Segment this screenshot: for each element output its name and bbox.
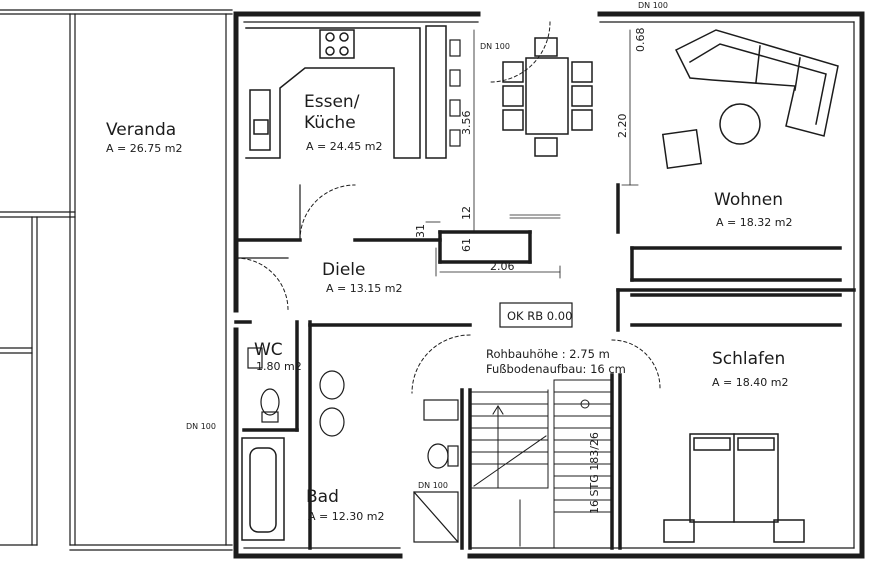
dim-61: 61 [460,238,473,252]
diele-label: Diele [322,260,365,280]
veranda-label: Veranda [106,120,176,140]
diele-area: A = 13.15 m2 [326,282,402,295]
wc-fixtures [247,347,280,423]
fussboden-note: Fußbodenaufbau: 16 cm [486,362,626,376]
interior-walls [234,183,856,550]
schlafen-label: Schlafen [712,349,785,369]
dim-31: 31 [414,224,427,238]
veranda-area: A = 26.75 m2 [106,142,182,155]
bad-label: Bad [306,487,339,507]
essen-kueche-label-line2: Küche [304,113,356,133]
wohnen-label: Wohnen [714,190,783,210]
rohbauhoehe-note: Rohbauhöhe : 2.75 m [486,347,610,361]
bath-washbasin [423,399,459,421]
wc-label: WC [254,340,283,360]
veranda-structure [0,9,233,551]
bad-area: A = 12.30 m2 [308,510,384,523]
bath-toilet [427,443,459,469]
wc-area: 1.80 m2 [256,360,302,373]
shower [413,491,459,543]
dim-356: 3.56 [460,111,473,136]
ok-rb-box [499,302,573,328]
kitchen-counter [245,25,447,159]
bathtub [241,437,285,541]
staircase [469,379,613,549]
dimension-lines [425,29,639,279]
dn100-label-kitchen: DN 100 [480,42,510,51]
essen-kueche-label-line1: Essen/ [304,92,360,112]
dim-206: 2.06 [490,260,515,273]
dn100-label-bath: DN 100 [418,481,448,490]
schlafen-area: A = 18.40 m2 [712,376,788,389]
bar-stools [449,39,461,147]
sofa [674,29,839,137]
ok-rb-label: OK RB 0.00 [507,309,572,323]
dim-220: 2.20 [616,114,629,139]
bed [663,433,805,543]
wohnen-area: A = 18.32 m2 [716,216,792,229]
essen-kueche-area: A = 24.45 m2 [306,140,382,153]
stairs-note: 16 STG 183/26 [588,432,601,514]
dn100-label-top: DN 100 [638,1,668,10]
armchair [661,128,703,170]
bath-sinks [319,370,345,437]
dim-12: 12 [460,206,473,220]
door-swings [235,21,661,394]
dining-table [502,37,593,157]
dim-68: 0.68 [634,28,647,53]
dn100-label-left: DN 100 [186,422,216,431]
round-table [719,103,761,145]
